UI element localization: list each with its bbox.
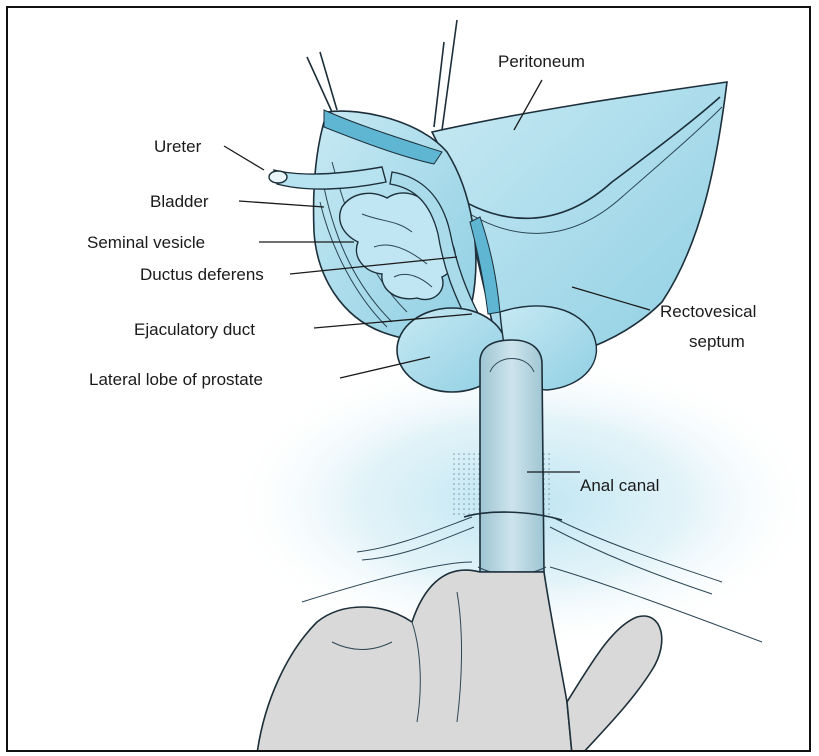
retractor-right bbox=[434, 20, 457, 130]
label-septum: septum bbox=[689, 332, 745, 351]
label-rectovesical: Rectovesical bbox=[660, 302, 756, 321]
leader-bladder bbox=[239, 201, 324, 207]
label-anal-canal: Anal canal bbox=[580, 476, 659, 495]
label-ejaculatory-duct: Ejaculatory duct bbox=[134, 320, 255, 339]
label-peritoneum: Peritoneum bbox=[498, 52, 585, 71]
illustration-frame: Peritoneum Ureter Bladder Seminal vesicl… bbox=[6, 6, 811, 752]
label-ureter: Ureter bbox=[154, 137, 202, 156]
ureter-opening bbox=[269, 171, 287, 183]
label-bladder: Bladder bbox=[150, 192, 209, 211]
pelvic-anatomy-illustration: Peritoneum Ureter Bladder Seminal vesicl… bbox=[8, 8, 811, 752]
examining-finger bbox=[480, 340, 544, 572]
label-seminal-vesicle: Seminal vesicle bbox=[87, 233, 205, 252]
retractor-left bbox=[307, 52, 337, 112]
leader-ureter bbox=[224, 146, 264, 170]
label-ductus-deferens: Ductus deferens bbox=[140, 265, 264, 284]
label-lateral-lobe: Lateral lobe of prostate bbox=[89, 370, 263, 389]
